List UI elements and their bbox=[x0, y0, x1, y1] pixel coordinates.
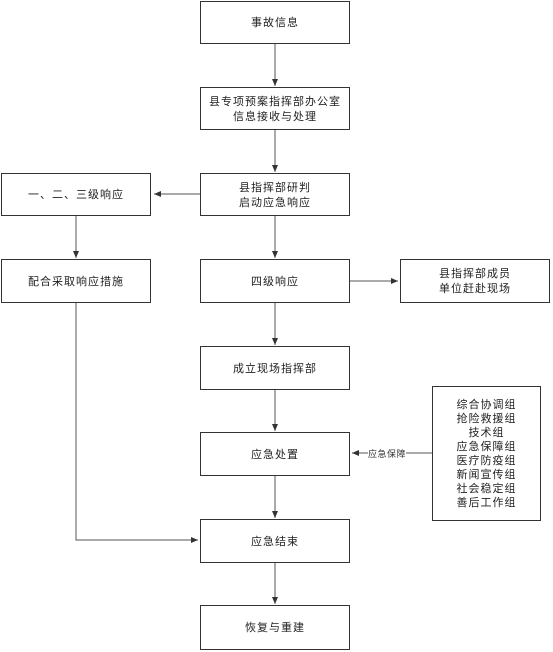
group-item-8: 善后工作组 bbox=[456, 495, 517, 509]
group-item-5: 医疗防疫组 bbox=[456, 453, 517, 467]
cooperate-label: 配合采取响应措施 bbox=[28, 274, 124, 288]
recovery-box: 恢复与重建 bbox=[200, 605, 350, 650]
disposal-box: 应急处置 bbox=[200, 432, 350, 476]
recovery-label: 恢复与重建 bbox=[245, 621, 305, 634]
members-label-line2: 单位赶赴现场 bbox=[439, 282, 511, 295]
support-edge-label: 应急保障 bbox=[368, 447, 407, 460]
end-label: 应急结束 bbox=[251, 534, 299, 548]
accident-info-label: 事故信息 bbox=[251, 16, 299, 29]
group-item-7: 社会稳定组 bbox=[456, 481, 517, 495]
judge-label-line1: 县指挥部研判 bbox=[239, 180, 311, 194]
level4-box: 四级响应 bbox=[200, 259, 350, 303]
field-hq-label: 成立现场指挥部 bbox=[233, 361, 317, 375]
office-label-line2: 信息接收与处理 bbox=[233, 109, 317, 123]
disposal-label: 应急处置 bbox=[251, 447, 299, 461]
arrow-cooperate-to-end bbox=[75, 303, 198, 543]
group-item-6: 新闻宣传组 bbox=[456, 467, 517, 481]
cooperate-box: 配合采取响应措施 bbox=[1, 259, 151, 303]
level123-label: 一、二、三级响应 bbox=[28, 188, 124, 201]
members-label-line1: 县指挥部成员 bbox=[439, 267, 511, 280]
work-groups-box: 综合协调组 抢险救援组 技术组 应急保障组 医疗防疫组 新闻宣传组 社会稳定组 … bbox=[432, 386, 541, 521]
office-label-line1: 县专项预案指挥部办公室 bbox=[209, 94, 341, 108]
judge-box: 县指挥部研判 启动应急响应 bbox=[200, 173, 350, 216]
group-item-2: 抢险救援组 bbox=[456, 411, 517, 425]
field-hq-box: 成立现场指挥部 bbox=[200, 346, 350, 390]
office-box: 县专项预案指挥部办公室 信息接收与处理 bbox=[200, 87, 350, 130]
group-item-1: 综合协调组 bbox=[456, 397, 517, 411]
level123-box: 一、二、三级响应 bbox=[1, 173, 151, 216]
accident-info-box: 事故信息 bbox=[200, 1, 350, 44]
members-box: 县指挥部成员 单位赶赴现场 bbox=[400, 259, 550, 303]
end-box: 应急结束 bbox=[200, 519, 350, 563]
judge-label-line2: 启动应急响应 bbox=[239, 195, 311, 209]
level4-label: 四级响应 bbox=[251, 274, 299, 288]
group-item-4: 应急保障组 bbox=[456, 439, 517, 453]
group-item-3: 技术组 bbox=[468, 425, 505, 439]
